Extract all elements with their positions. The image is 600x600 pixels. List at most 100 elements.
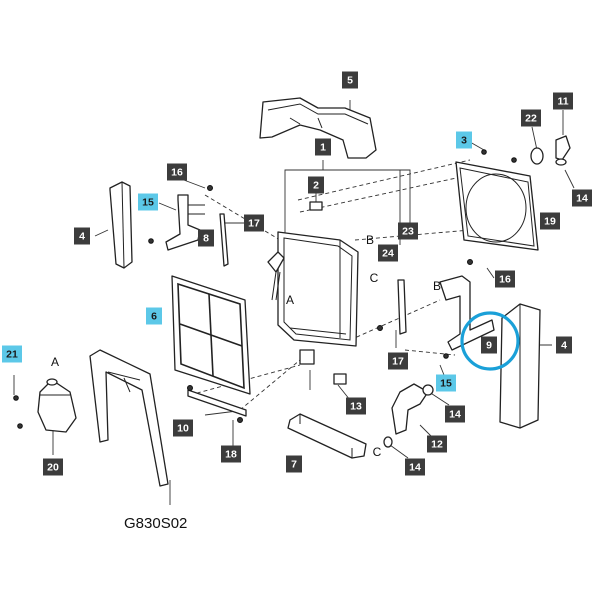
part-lower-hose — [383, 353, 449, 448]
dashed-line-shroud-top — [297, 159, 471, 201]
callout-box — [445, 405, 465, 423]
part-bracket-right — [439, 259, 495, 351]
callout-label: 2 — [313, 180, 319, 192]
leader-14c — [389, 444, 409, 459]
callout-label: 17 — [248, 218, 260, 230]
part-side-panel-right — [499, 303, 541, 429]
callout-c6: 6 — [146, 307, 162, 325]
callout-label: 8 — [203, 233, 209, 245]
callout-box — [167, 163, 187, 181]
callout-c7: 7 — [286, 455, 302, 473]
callout-c17a: 17 — [244, 214, 264, 232]
part-lower-bar — [287, 413, 367, 459]
callout-label: 16 — [499, 274, 511, 286]
letter-b-bracket: B — [433, 279, 441, 293]
callout-label: 6 — [151, 311, 157, 323]
dashed-line-bracket-right — [349, 299, 441, 341]
part-reservoir — [13, 349, 169, 487]
callout-label: 7 — [291, 459, 297, 471]
callout-box — [427, 435, 447, 453]
callout-label: 15 — [142, 197, 154, 209]
diagram-code: G830S02 — [124, 515, 187, 532]
callout-label: 20 — [47, 462, 59, 474]
leader-3 — [469, 141, 485, 151]
dashed-line-bracket — [204, 194, 281, 241]
callout-box — [2, 345, 22, 363]
callout-label: 14 — [576, 193, 588, 205]
callout-box — [481, 336, 497, 354]
letter-a-radiator: A — [286, 293, 294, 307]
callout-label: 11 — [557, 96, 568, 108]
callout-label: 22 — [525, 113, 537, 125]
callout-label: 10 — [177, 423, 189, 435]
part-fan-shroud — [455, 161, 539, 251]
part-side-panel-left — [109, 181, 133, 269]
callout-box — [456, 131, 472, 149]
callout-box — [221, 445, 241, 463]
callout-label: 5 — [347, 75, 353, 87]
callout-c18: 18 — [221, 445, 241, 463]
callout-c15b: 15 — [436, 374, 456, 392]
callout-label: 9 — [486, 340, 492, 352]
callout-label: 16 — [171, 167, 183, 179]
callout-box — [572, 189, 592, 207]
dashed-line-screen — [239, 359, 301, 411]
callout-c5: 5 — [342, 71, 358, 89]
leader-12 — [419, 424, 433, 438]
callout-box — [315, 138, 331, 156]
callout-c15a: 15 — [138, 193, 158, 211]
callout-box — [286, 455, 302, 473]
callout-c14c: 14 — [405, 458, 425, 476]
callout-box — [388, 352, 408, 370]
letter-c-radiator: C — [370, 271, 379, 285]
callout-label: 13 — [350, 401, 362, 413]
callout-box — [244, 214, 264, 232]
callout-label: 14 — [449, 409, 461, 421]
callout-c14a: 14 — [572, 189, 592, 207]
callout-c22: 22 — [521, 109, 541, 127]
callout-c2: 2 — [308, 176, 324, 194]
callout-box — [553, 92, 573, 110]
part-radiator — [267, 201, 383, 385]
callout-box — [308, 176, 324, 194]
callout-box — [436, 374, 456, 392]
callout-c24: 24 — [378, 244, 398, 262]
callout-label: 4 — [79, 231, 85, 243]
callout-label: 24 — [382, 248, 394, 260]
callout-c23: 23 — [398, 222, 418, 240]
callout-c12: 12 — [427, 435, 447, 453]
part-top-cover — [259, 97, 377, 159]
callout-box — [556, 336, 572, 354]
leader-1-right — [323, 169, 401, 245]
highlight-ring — [460, 311, 520, 371]
callout-c10: 10 — [173, 419, 193, 437]
part-hose-fittings — [481, 135, 571, 166]
callout-label: 17 — [392, 356, 404, 368]
callout-box — [398, 222, 418, 240]
callout-label: 23 — [402, 226, 414, 238]
letter-c-hose: C — [373, 445, 382, 459]
callout-box — [74, 227, 90, 245]
callout-c21: 21 — [2, 345, 22, 363]
callout-box — [342, 71, 358, 89]
callout-label: 21 — [6, 349, 18, 361]
callout-box — [146, 307, 162, 325]
callout-label: 1 — [320, 142, 326, 154]
leader-lines — [13, 100, 575, 505]
callout-c14b: 14 — [445, 405, 465, 423]
part-bracket-left — [148, 185, 213, 251]
callout-c13: 13 — [346, 397, 366, 415]
part-screen-rail — [187, 385, 247, 423]
callout-box — [540, 212, 560, 230]
callout-c1: 1 — [315, 138, 331, 156]
callout-box — [173, 419, 193, 437]
callout-c3: 3 — [456, 131, 472, 149]
callout-c8: 8 — [198, 229, 214, 247]
letter-b-radiator: B — [366, 233, 374, 247]
callout-label: 3 — [461, 135, 467, 147]
callout-c11: 11 — [553, 92, 573, 110]
callout-c9: 9 — [481, 336, 497, 354]
callout-label: 18 — [225, 449, 237, 461]
